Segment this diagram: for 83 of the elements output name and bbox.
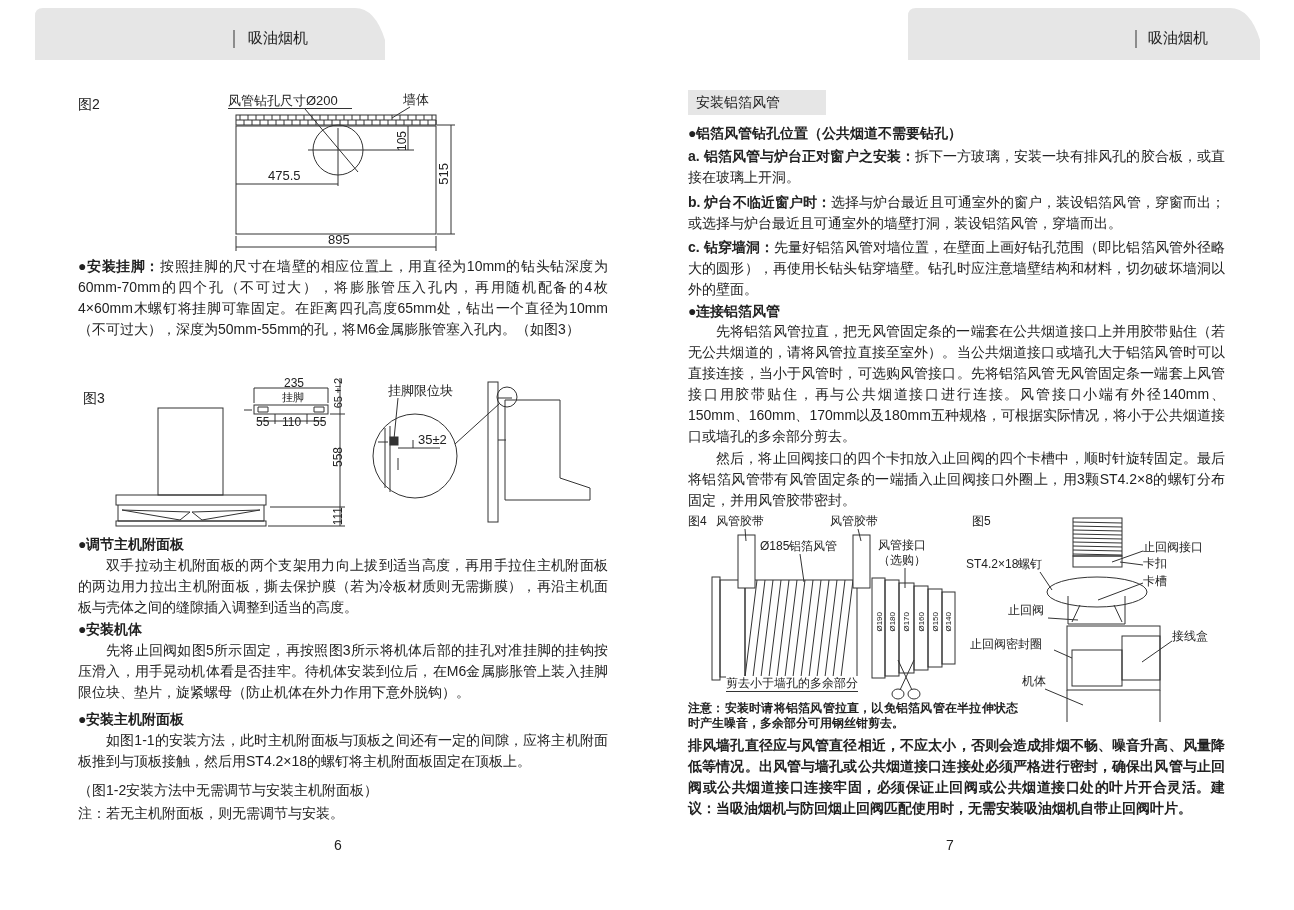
section-heading: ●安装机体 [78, 620, 144, 639]
callout-label: 风管胶带 [830, 514, 890, 529]
valve-connector-drawing [1072, 517, 1123, 568]
paragraph: c. 钻穿墙洞：先量好铝箔风管对墙位置，在壁面上画好钻孔范围（即比铝箔风管外径略大的圆形），再使用长钻头钻穿墙壁。钻孔时应注意墙壁结构和材料，切勿破坏墙洞以外的壁面。 [688, 238, 1225, 299]
header-title: 吸油烟机 [1148, 30, 1208, 45]
page-number: 6 [334, 838, 342, 853]
paragraph: 双手拉动主机附面板的两个支架用力向上拔到适当高度，再用手拉住主机附面板的两边用力拉出主机附面板，撕去保护膜（若为冷板材质则无需撕膜），再沿主机面板与壳体之间的缝隙插入调整到适当的高度。 [78, 556, 608, 617]
leader-line [304, 108, 359, 173]
leader-line [1111, 550, 1144, 563]
leader-line [1053, 649, 1073, 659]
dimension-label: Ø170 [901, 612, 912, 632]
dimension-label: 105 [396, 131, 408, 152]
dimension-label: 515 [438, 163, 450, 185]
leader-line [1044, 688, 1084, 706]
dimension-label: 110 [282, 415, 302, 430]
page-number: 7 [946, 838, 954, 853]
header-title: 吸油烟机 [248, 30, 308, 45]
dimension-label: Ø190 [874, 612, 885, 632]
dimension-label: 895 [328, 232, 350, 247]
paragraph: 如图1-1的安装方法，此时主机附面板与顶板之间还有一定的间隙，应将主机附面板推到与顶板接触，然后用ST4.2×18的螺钉将主机附面板固定在顶板上。 [78, 731, 608, 771]
dimension-label: Ø160 [916, 612, 927, 632]
dimension-label: 挂脚 [282, 390, 304, 405]
section-heading: ●铝箔风管钻孔位置（公共烟道不需要钻孔） [688, 124, 964, 143]
leader-line [1097, 582, 1144, 601]
section-heading: ●连接铝箔风管 [688, 302, 782, 321]
dimension-label: 235 [284, 376, 305, 391]
callout-label: Ø185铝箔风管 [760, 539, 854, 554]
leader-line [1119, 561, 1144, 566]
callout-label: 卡槽 [1143, 574, 1173, 589]
leader-line [799, 553, 805, 583]
note: 注意：安装时请将铝箔风管拉直，以免铝箔风管在半拉伸状态时产生噪音，多余部分可用钢丝钳剪去。 [688, 701, 1018, 731]
leader-line [1141, 640, 1173, 663]
paragraph: 先将铝箔风管拉直，把无风管固定条的一端套在公共烟道接口上并用胶带贴住（若无公共烟道的，请将风管拉直接至室外）。当公共烟道接口或墙孔大于铝箔风管时可以直接连接，当小于风管时，可选购风管接口。先将铝箔风管无风管固定条一端套上风管接口用胶带贴住，再与公共烟道接口进行连接。风管接口小端有外径140mm、150mm、160mm、170mm以及180mm五种规格，可根据实际情况，将小于公共烟道接口或墙孔的多余部分剪去。 [688, 322, 1225, 446]
leader-line [391, 106, 411, 119]
paragraph: b. 炉台不临近窗户时：选择与炉台最近且可通室外的窗户，装设铝箔风管，穿窗而出；或选择与炉台最近且可通室外的墙壁打洞，装设铝箔风管，穿墙而出。 [688, 193, 1225, 233]
dimension-label: Ø140 [943, 612, 954, 632]
paragraph: 先将止回阀如图5所示固定，再按照图3所示将机体后部的挂孔对准挂脚的挂钩按压滑入，用手晃动机体看是否挂牢。待机体安装到位后，在M6金属膨胀管上装入挂脚限位块、垫片，旋紧螺母（防止机体在外力作用下意外脱钩）。 [78, 641, 608, 702]
figure-label: 图3 [83, 391, 105, 406]
dimension-label: 55 [256, 415, 270, 430]
duct-adapter-drawing [871, 577, 956, 679]
drill-hole-circle [312, 124, 364, 176]
callout-label: 挂脚限位块 [388, 383, 468, 398]
warning-paragraph: 排风墙孔直径应与风管直径相近，不应太小，否则会造成排烟不畅、噪音升高、风量降低等情况。出风管与墙孔或公共烟道接口连接处必须严格进行密封，确保出风管与止回阀或公共烟道接口连接牢固，必须保证止回阀或公共烟道接口处的叶片开合灵活。建议：当吸油烟机与防回烟止回阀匹配使用时，无需安装吸油烟机自带止回阀叶片。 [688, 736, 1225, 818]
leader-line [857, 528, 862, 542]
dimension-label: Ø150 [930, 612, 941, 632]
leader-line [1039, 571, 1053, 591]
callout-label: 止回阀 [1008, 603, 1048, 618]
callout-label: 风管胶带 [716, 514, 776, 529]
note: （图1-2安装方法中无需调节与安装主机附面板） [78, 781, 380, 800]
paragraph: a. 铝箔风管与炉台正对窗户之安装：拆下一方玻璃，安装一块有排风孔的胶合板，或直接在玻璃上开洞。 [688, 147, 1225, 187]
figure-label: 图4 [688, 514, 707, 529]
dimension-label: 558 [332, 447, 344, 468]
caption: 剪去小于墙孔的多余部分 [726, 676, 858, 692]
leader-line [393, 397, 399, 440]
callout-label: ST4.2×18螺钉 [966, 557, 1060, 572]
callout-label: 墙体 [403, 92, 437, 107]
brick-wall [235, 114, 437, 126]
section-heading: ●安装主机附面板 [78, 710, 186, 729]
dimension-label: 475.5 [268, 168, 301, 183]
paragraph: ●安装挂脚：按照挂脚的尺寸在墙壁的相应位置上，用直径为10mm的钻头钻深度为60mm-70mm的四个孔（不可过大），将膨胀管压入孔内，再用随机配备的4枚4×60mm木螺钉将挂脚可靠固定。在距离四孔高度65mm处，钻出一个直径为10mm（不可过大），深度为50mm-55mm的孔，将M6金属膨胀管塞入孔内。（如图3） [78, 257, 608, 339]
callout-label: 风管接口（选购） [872, 538, 932, 568]
callout-label: 接线盒 [1172, 629, 1216, 644]
dimension-label: 65±2 [332, 378, 344, 409]
callout-label: 卡扣 [1143, 556, 1173, 571]
callout-label: 止回阀密封圈 [970, 637, 1054, 652]
leader-line [1047, 617, 1079, 621]
dimension-label: 111 [332, 507, 344, 526]
paragraph: 然后，将止回阀接口的四个卡扣放入止回阀的四个卡槽中，顺时针旋转固定。最后将铝箔风管带有风管固定条的一端插入止回阀接口外圈上，用3颗ST4.2×8的螺钉分布固定，并用风管胶带密封。 [688, 449, 1225, 510]
dimension-label: 35±2 [418, 432, 447, 447]
section-heading: ●调节主机附面板 [78, 535, 186, 554]
figure-label: 图2 [78, 97, 100, 112]
callout-label: 风管钻孔尺寸Ø200 [228, 93, 352, 109]
figure-label: 图5 [972, 514, 991, 529]
leader-line [744, 528, 747, 542]
hood-body-drawing [1066, 625, 1161, 723]
note: 注：若无主机附面板，则无需调节与安装。 [78, 804, 345, 823]
section-title-band: 安装铝箔风管 [688, 90, 826, 115]
callout-label: 止回阀接口 [1143, 540, 1215, 555]
callout-label: 机体 [1022, 674, 1052, 689]
limit-block [389, 436, 399, 446]
leader-line [904, 567, 906, 589]
dimension-label: 55 [313, 415, 327, 430]
dimension-label: Ø180 [887, 612, 898, 632]
